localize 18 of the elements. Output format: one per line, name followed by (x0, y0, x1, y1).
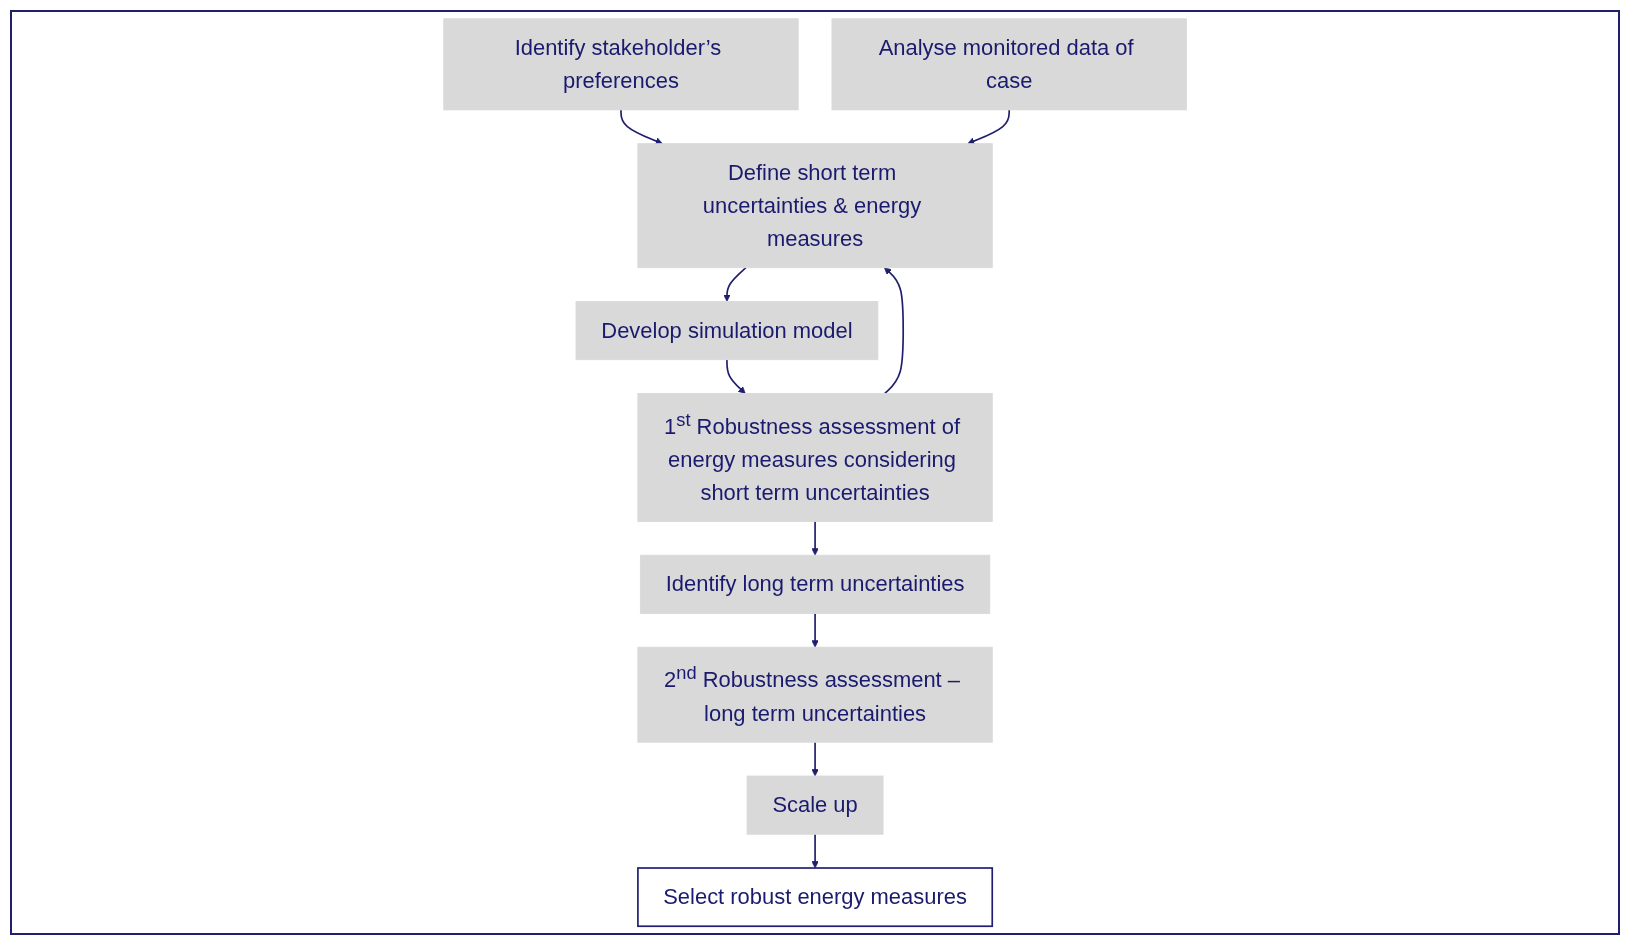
node-box: Define short term uncertainties & energy measures (637, 143, 993, 269)
arrow (811, 520, 819, 556)
arrow (883, 267, 904, 395)
node-box: Identify stakeholder’s preferences (443, 18, 799, 111)
arrow (967, 109, 1010, 145)
arrow (620, 109, 663, 145)
node-box: Develop simulation model (575, 301, 879, 361)
node-box: Analyse monitored data of case (831, 18, 1187, 111)
arrow (811, 612, 819, 648)
arrow (811, 833, 819, 869)
node-box: Scale up (746, 775, 884, 835)
arrow (811, 741, 819, 777)
node-box: Select robust energy measures (637, 867, 993, 928)
arrow (726, 358, 746, 394)
node-box: 1$^{st}$ Robustness assessment of energy measures considering short term uncertainties (637, 393, 993, 522)
arrow (723, 266, 747, 302)
node-box: Identify long term uncertainties (639, 554, 991, 614)
node-box: 2$^{nd}$ Robustness assessment – long term uncertainties (637, 646, 993, 743)
